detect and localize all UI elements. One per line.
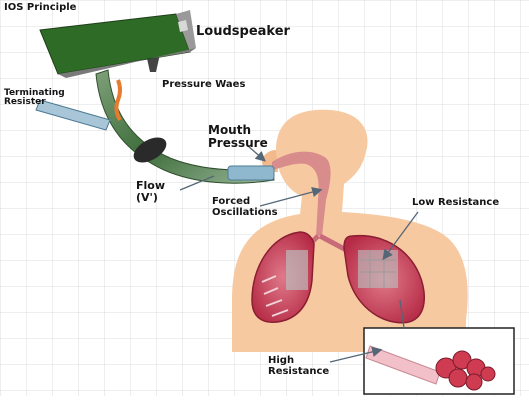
mouth-pressure-label: Mouth Pressure	[208, 124, 278, 149]
diagram-title: IOS Principle	[4, 3, 76, 14]
loudspeaker-label: Loudspeaker	[196, 25, 290, 39]
terminating-resister-label: Terminating Resister	[4, 89, 78, 108]
flow-label: Flow (V')	[136, 180, 176, 203]
low-resistance-label: Low Resistance	[412, 198, 502, 209]
pressure-waves-label: Pressure Waes	[162, 80, 245, 91]
high-resistance-label: High Resistance	[268, 356, 358, 377]
forced-oscillations-label: Forced Oscillations	[212, 197, 302, 218]
high-resistance-inset	[364, 328, 514, 394]
